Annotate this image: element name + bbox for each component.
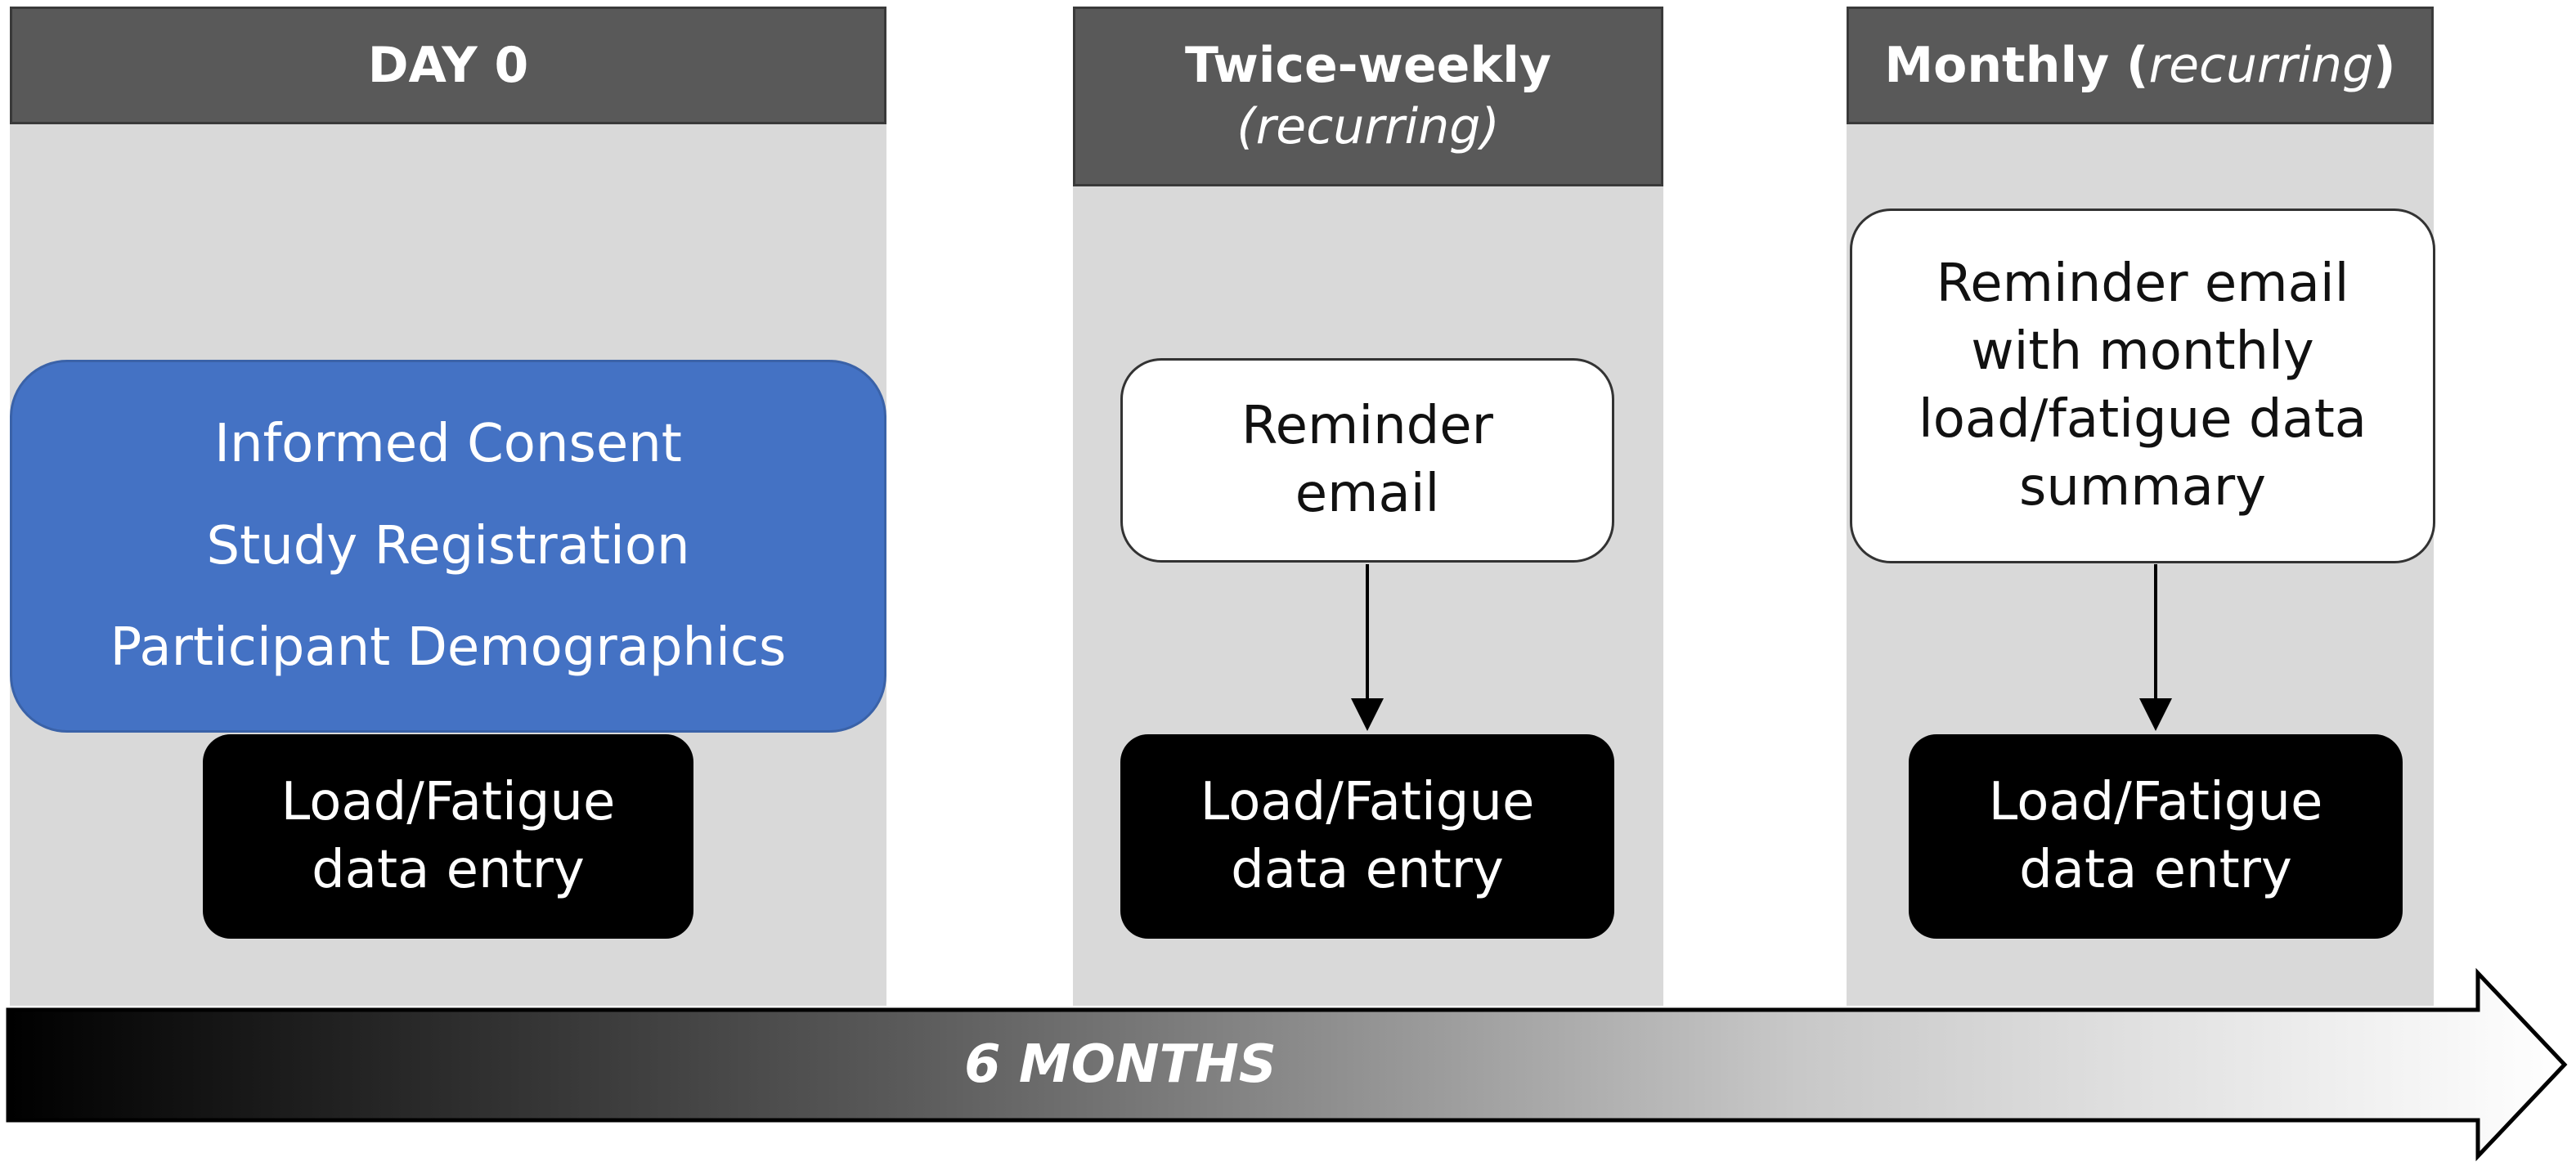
day0-entry-line-2: data entry — [312, 840, 585, 900]
monthly-reminder-line-1: Reminder email — [1936, 253, 2349, 314]
header-monthly: Monthly (recurring) — [1847, 7, 2434, 124]
monthly-reminder-line-2: with monthly — [1971, 321, 2314, 382]
twice-weekly-reminder-box: Reminder email — [1120, 358, 1614, 563]
twice-weekly-data-entry-box: Load/Fatigue data entry — [1120, 734, 1614, 939]
consent-line-1: Informed Consent — [214, 413, 682, 474]
header-monthly-prefix: Monthly ( — [1884, 36, 2149, 94]
twice-weekly-reminder-line-2: email — [1295, 464, 1440, 524]
header-monthly-suffix: ) — [2373, 36, 2396, 94]
header-twice-weekly-line1: Twice-weekly — [1185, 37, 1551, 94]
day0-entry-line-1: Load/Fatigue — [280, 771, 616, 832]
header-monthly-italic: recurring — [2148, 36, 2374, 94]
header-day0-text: DAY 0 — [367, 36, 529, 94]
header-twice-weekly-line2: (recurring) — [1236, 98, 1500, 155]
monthly-reminder-line-3: load/fatigue data — [1918, 389, 2367, 450]
timeline-label: 6 MONTHS — [964, 1034, 1277, 1095]
consent-line-2: Study Registration — [206, 515, 690, 576]
twice-weekly-reminder-line-1: Reminder — [1241, 395, 1493, 456]
consent-line-3: Participant Demographics — [110, 617, 787, 679]
monthly-entry-line-1: Load/Fatigue — [1988, 771, 2323, 832]
monthly-data-entry-box: Load/Fatigue data entry — [1909, 734, 2403, 939]
twice-weekly-entry-line-1: Load/Fatigue — [1200, 771, 1535, 832]
consent-registration-box: Informed Consent Study Registration Part… — [10, 360, 886, 733]
timeline-arrow — [6, 967, 2568, 1162]
day0-data-entry-box: Load/Fatigue data entry — [203, 734, 693, 939]
twice-weekly-entry-line-2: data entry — [1231, 840, 1504, 900]
monthly-reminder-box: Reminder email with monthly load/fatigue… — [1850, 209, 2435, 563]
header-twice-weekly: Twice-weekly (recurring) — [1073, 7, 1663, 186]
header-day0: DAY 0 — [10, 7, 886, 124]
monthly-entry-line-2: data entry — [2019, 840, 2292, 900]
monthly-reminder-line-4: summary — [2019, 457, 2266, 518]
